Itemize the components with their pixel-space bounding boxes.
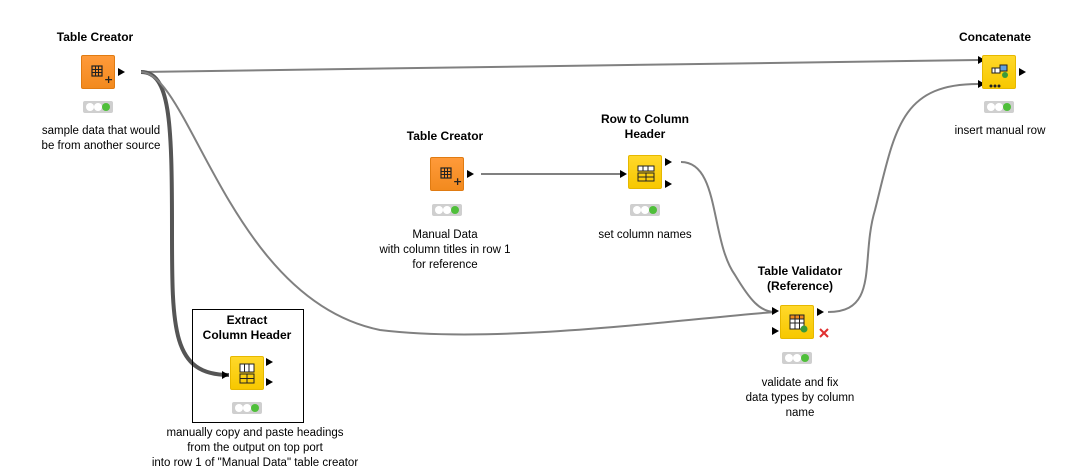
error-x-icon — [819, 328, 829, 338]
input-port-bottom-icon[interactable] — [978, 80, 985, 88]
output-port-bottom-icon[interactable] — [665, 180, 672, 188]
node-title-extract-column-header: Extract Column Header — [202, 313, 292, 342]
status-light-icon — [83, 101, 113, 113]
node-desc-table-validator: validate and fix data types by column na… — [745, 377, 855, 419]
status-light-icon — [630, 204, 660, 216]
node-table-creator-2[interactable]: + — [430, 157, 464, 191]
node-desc-table-creator-1: sample data that would be from another s… — [41, 125, 161, 152]
output-port-icon[interactable] — [467, 170, 474, 178]
node-desc-table-creator-2: Manual Data with column titles in row 1 … — [379, 229, 511, 271]
output-port-icon[interactable] — [1019, 68, 1026, 76]
node-table-validator[interactable] — [780, 305, 814, 339]
node-title-table-validator: Table Validator (Reference) — [757, 264, 843, 293]
node-row-to-column-header[interactable] — [628, 155, 662, 189]
input-port-bottom-icon[interactable] — [772, 327, 779, 335]
connection-validator-to-concatenate[interactable] — [827, 83, 979, 313]
input-port-icon[interactable] — [222, 371, 229, 379]
status-light-icon — [782, 352, 812, 364]
node-title-table-creator-1: Table Creator — [56, 30, 134, 44]
table-creator-icon: + — [91, 65, 113, 86]
node-title-concatenate: Concatenate — [958, 30, 1032, 44]
connection-tc1-to-extract-header[interactable] — [140, 70, 230, 377]
input-port-top-icon[interactable] — [772, 307, 779, 315]
table-creator-icon: + — [440, 167, 462, 188]
concatenate-icon — [989, 64, 1008, 88]
status-light-icon — [432, 204, 462, 216]
node-concatenate[interactable] — [982, 55, 1016, 89]
table-validator-icon — [789, 314, 808, 333]
connection-row-to-column-to-validator[interactable] — [680, 161, 776, 313]
status-light-icon — [984, 101, 1014, 113]
node-desc-row-to-column-header: set column names — [598, 229, 692, 241]
extract-header-icon — [239, 363, 255, 384]
node-desc-concatenate: insert manual row — [954, 125, 1046, 137]
node-extract-column-header[interactable] — [230, 356, 264, 390]
svg-text:+: + — [104, 73, 113, 86]
input-port-icon[interactable] — [620, 170, 627, 178]
output-port-top-icon[interactable] — [266, 358, 273, 366]
connection-tc1-to-validator[interactable] — [140, 71, 776, 336]
output-port-top-icon[interactable] — [665, 158, 672, 166]
node-desc-extract-column-header: manually copy and paste headings from th… — [151, 427, 359, 469]
status-light-icon — [232, 402, 262, 414]
annotation-box — [192, 309, 304, 423]
output-port-icon[interactable] — [817, 308, 824, 316]
node-table-creator-1[interactable]: + — [81, 55, 115, 89]
node-title-row-to-column-header: Row to Column Header — [601, 112, 689, 141]
output-port-bottom-icon[interactable] — [266, 378, 273, 386]
svg-text:+: + — [453, 175, 462, 188]
input-port-top-icon[interactable] — [978, 56, 985, 64]
row-to-column-icon — [637, 165, 655, 182]
connection-tc1-to-concatenate[interactable] — [140, 59, 979, 73]
output-port-icon[interactable] — [118, 68, 125, 76]
node-title-table-creator-2: Table Creator — [406, 129, 484, 143]
